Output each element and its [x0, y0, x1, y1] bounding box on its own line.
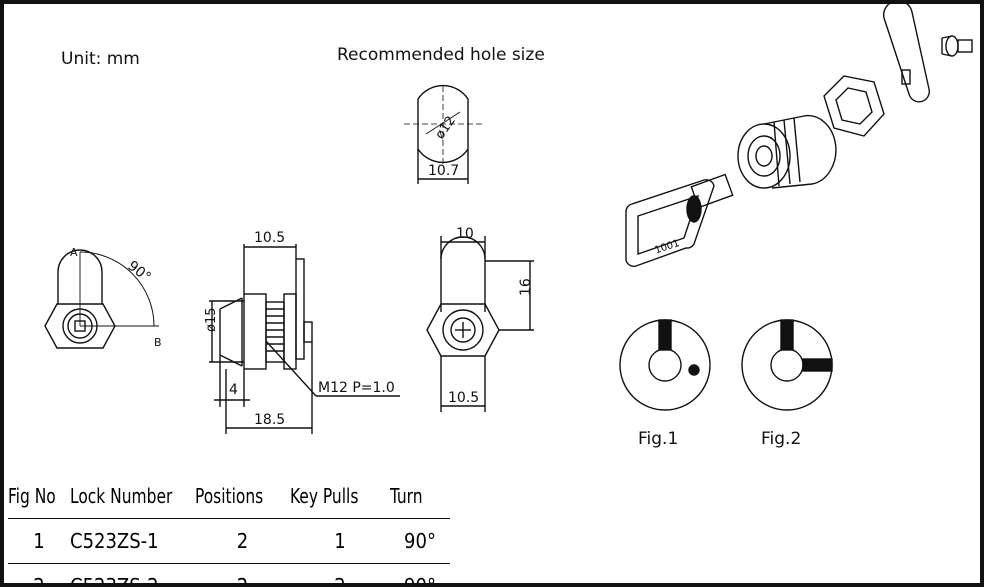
- cell-lock-number: C523ZS-2: [70, 563, 195, 583]
- lock-side-view: [209, 244, 400, 434]
- exploded-assembly: [625, 4, 973, 267]
- header-positions: Positions: [195, 484, 264, 508]
- table-header-row: Fig No Lock Number Positions Key Pulls T…: [8, 474, 450, 519]
- header-turn: Turn: [390, 484, 423, 508]
- fig1-label: Fig.1: [638, 429, 679, 449]
- technical-drawing: ø12 10.7 A B 90°: [44, 4, 973, 434]
- side-gap-label: 4: [229, 382, 238, 398]
- side-diameter-label: ø15: [204, 308, 219, 333]
- back-bottom-label: 10.5: [448, 390, 479, 406]
- position-indicator-fig1: [619, 319, 711, 411]
- table-row: 2 C523ZS-2 2 2 90°: [8, 563, 450, 583]
- screw-part: [941, 35, 973, 57]
- lock-spec-table: Fig No Lock Number Positions Key Pulls T…: [8, 474, 450, 583]
- header-key-pulls: Key Pulls: [290, 484, 359, 508]
- recommended-hole-title: Recommended hole size: [337, 45, 545, 65]
- cell-key-pulls: 1: [290, 518, 390, 564]
- side-top-width-label: 10.5: [254, 230, 285, 246]
- lock-front-view: [44, 249, 159, 349]
- key-part: [625, 173, 734, 267]
- position-a-label: A: [70, 246, 78, 259]
- thread-label: M12 P=1.0: [318, 380, 395, 396]
- key-number-label: 1001: [653, 238, 681, 256]
- cell-positions: 2: [195, 518, 290, 564]
- back-height-label: 16: [518, 278, 534, 296]
- cell-fig-no: 2: [8, 563, 70, 583]
- hex-nut-part: [823, 75, 885, 137]
- hole-profile: [404, 84, 482, 184]
- back-width-label: 10: [456, 226, 474, 242]
- fig2-label: Fig.2: [761, 429, 802, 449]
- cell-turn: 90°: [390, 518, 450, 564]
- hole-diameter-label: ø12: [433, 113, 459, 142]
- table-row: 1 C523ZS-1 2 1 90°: [8, 518, 450, 564]
- side-length-label: 18.5: [254, 412, 285, 428]
- position-indicator-fig2: [741, 319, 833, 411]
- header-fig-no: Fig No: [8, 484, 56, 508]
- lock-back-view: [426, 236, 534, 412]
- cell-turn: 90°: [390, 563, 450, 583]
- cell-fig-no: 1: [8, 518, 70, 564]
- lock-body-part: [737, 114, 837, 189]
- cam-part: [882, 4, 931, 103]
- cell-positions: 2: [195, 563, 290, 583]
- position-b-label: B: [154, 336, 162, 349]
- cell-lock-number: C523ZS-1: [70, 518, 195, 564]
- hole-flat-label: 10.7: [428, 163, 459, 179]
- rotation-angle-label: 90°: [124, 258, 153, 286]
- cell-key-pulls: 2: [290, 563, 390, 583]
- unit-label: Unit: mm: [61, 49, 140, 69]
- header-lock-number: Lock Number: [70, 484, 173, 508]
